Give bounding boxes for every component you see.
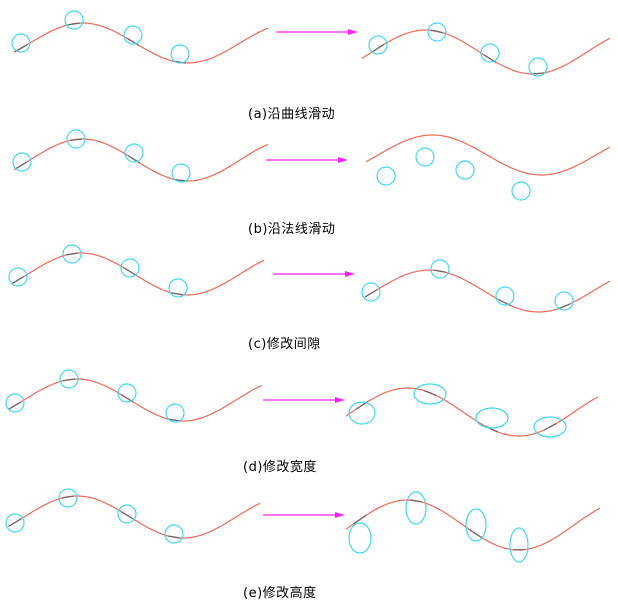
circle-right-b-0: [376, 166, 396, 186]
circle-right-e-1: [405, 491, 427, 525]
contact-left-e-3: [167, 535, 181, 539]
contact-left-e-0: [8, 518, 22, 527]
contact-right-a-0: [371, 43, 385, 53]
circle-left-e-0: [5, 513, 25, 533]
contact-left-c-0: [11, 275, 25, 285]
curve-right-c: [365, 269, 611, 313]
circle-right-b-3: [511, 181, 531, 201]
circle-left-a-2: [123, 25, 143, 45]
contact-left-e-1: [61, 495, 75, 499]
arrow-e-head: [335, 512, 345, 518]
contact-left-d-1: [62, 378, 76, 382]
arrow-c-head: [345, 271, 355, 277]
contact-left-a-2: [126, 37, 140, 46]
circle-right-b-2: [455, 160, 475, 180]
curve-right-a: [361, 29, 611, 75]
contact-left-a-1: [67, 22, 81, 26]
circle-left-e-2: [117, 504, 137, 524]
contact-left-e-2: [120, 510, 134, 520]
caption-b: (b)沿法线滑动: [248, 222, 336, 237]
caption-d: (d)修改宽度: [243, 460, 317, 475]
circle-right-d-3: [533, 416, 567, 438]
contact-right-c-0: [364, 289, 378, 298]
circle-left-d-0: [5, 393, 25, 413]
circle-right-d-1: [413, 383, 447, 405]
circle-left-a-0: [11, 33, 31, 53]
curve-right-d: [345, 387, 599, 437]
circle-right-d-2: [475, 407, 509, 429]
contact-right-e-0: [353, 514, 367, 525]
contact-right-a-1: [430, 29, 444, 34]
circle-left-b-1: [66, 129, 86, 149]
circle-right-a-2: [480, 43, 500, 63]
contact-right-d-1: [423, 390, 437, 396]
contact-right-a-3: [531, 72, 545, 75]
contact-left-c-1: [65, 252, 79, 256]
curve-right-e: [345, 499, 601, 551]
circle-left-b-3: [171, 163, 191, 183]
circle-right-c-0: [361, 282, 381, 302]
circle-right-c-2: [495, 286, 515, 306]
circle-right-e-0: [348, 522, 372, 554]
circle-left-a-3: [170, 44, 190, 64]
circle-right-a-0: [368, 35, 388, 55]
circle-left-b-0: [12, 152, 32, 172]
circle-left-d-2: [117, 383, 137, 403]
contact-right-c-2: [498, 299, 512, 307]
circle-right-e-3: [509, 527, 529, 563]
curve-left-c: [11, 252, 265, 296]
circle-left-c-2: [120, 258, 140, 278]
circle-left-c-3: [168, 278, 188, 298]
circle-right-d-0: [348, 401, 376, 425]
circle-right-b-1: [415, 147, 435, 167]
caption-a: (a)沿曲线滑动: [248, 107, 336, 122]
curve-right-b: [365, 134, 611, 176]
circle-right-c-1: [430, 259, 450, 279]
circle-left-c-1: [62, 244, 82, 264]
circle-right-a-1: [427, 22, 447, 42]
circle-right-c-3: [554, 291, 574, 311]
curve-left-e: [7, 495, 261, 539]
arrow-a-head: [348, 29, 358, 35]
contact-left-d-0: [8, 401, 22, 410]
contact-right-d-3: [543, 423, 557, 431]
arrow-b-head: [338, 157, 348, 163]
circle-left-e-3: [164, 524, 184, 544]
caption-e: (e)修改高度: [243, 586, 317, 601]
contact-left-b-1: [69, 138, 83, 142]
contact-right-e-1: [409, 499, 423, 503]
caption-c: (c)修改间隙: [248, 337, 321, 352]
circle-left-c-0: [8, 267, 28, 287]
contact-right-c-1: [433, 269, 447, 273]
circle-left-e-1: [58, 488, 78, 508]
circle-left-d-3: [165, 403, 185, 423]
contact-left-b-2: [127, 155, 141, 164]
contact-left-c-2: [123, 267, 137, 276]
circle-right-a-3: [528, 57, 548, 77]
contact-right-c-3: [557, 303, 571, 310]
circle-left-a-1: [64, 10, 84, 30]
contact-right-e-2: [469, 529, 483, 539]
contact-left-c-3: [171, 292, 185, 296]
contact-left-b-0: [15, 160, 29, 170]
curve-left-d: [7, 378, 263, 422]
circle-right-e-2: [465, 508, 487, 542]
curve-left-a: [13, 22, 269, 64]
circle-left-b-2: [124, 143, 144, 163]
curve-left-b: [13, 138, 269, 182]
circle-left-d-1: [59, 369, 79, 389]
arrow-d-head: [335, 397, 345, 403]
